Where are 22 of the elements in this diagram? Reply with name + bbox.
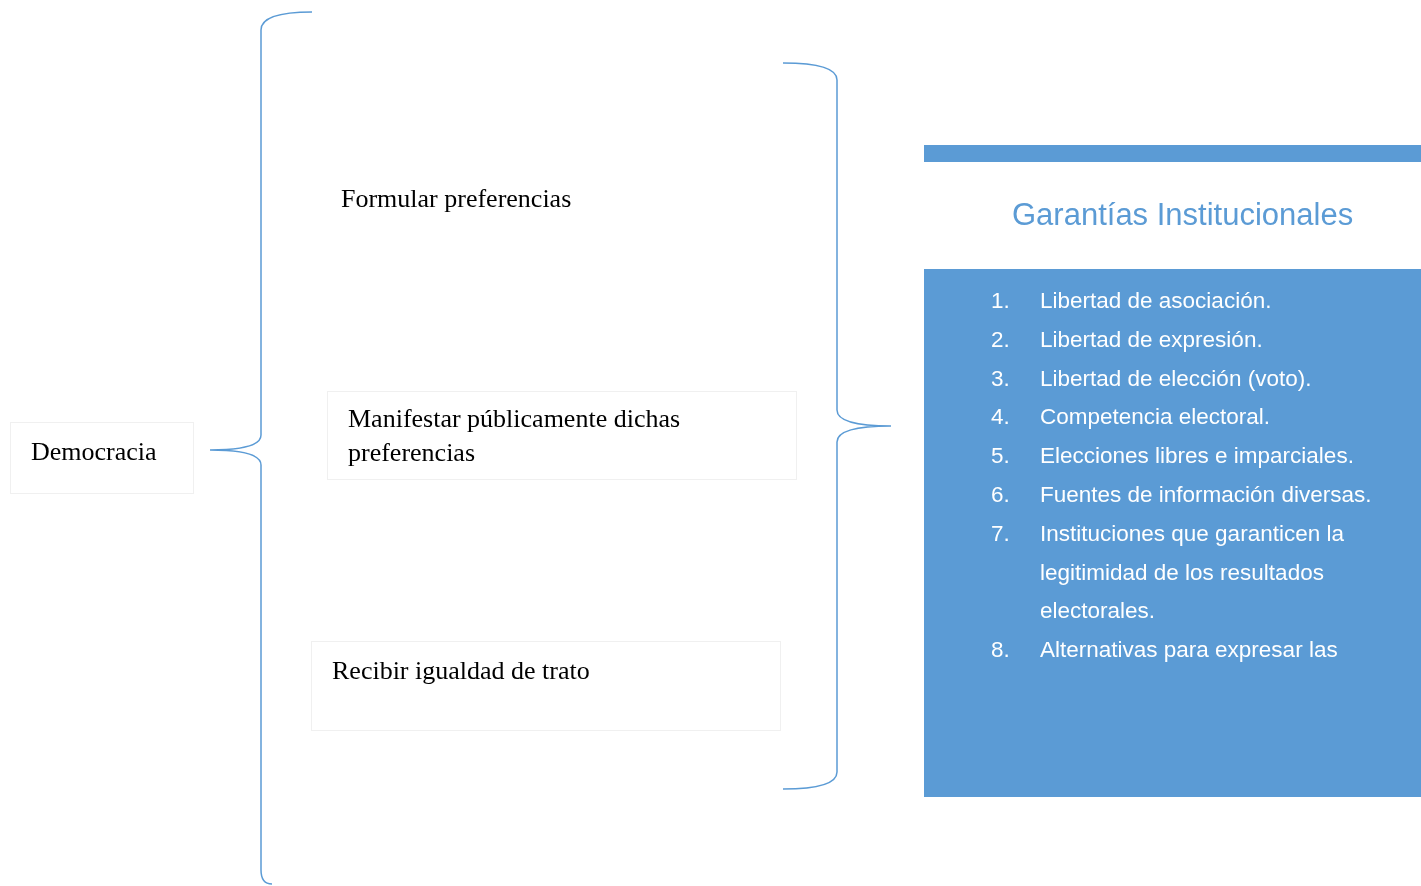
list-item: Elecciones libres e imparciales. <box>1040 442 1355 471</box>
list-item: Alternativas para expresar las <box>1040 636 1339 665</box>
box-text: Democracia <box>30 436 158 468</box>
list-number: 7. <box>991 519 1011 548</box>
box-text: Formular preferencias <box>340 183 573 215</box>
box-text: Recibir igualdad de trato <box>331 655 591 687</box>
box-text: Manifestar públicamente dichas preferencias <box>347 403 682 469</box>
list-item: Libertad de elección (voto). <box>1040 364 1313 393</box>
panel-title: Garantías Institucionales <box>1012 197 1354 233</box>
list-number: 6. <box>991 481 1011 509</box>
list-item: Competencia electoral. <box>1040 403 1272 432</box>
list-item: Instituciones que garanticen la legitimidad de los resultados electorales. <box>1040 519 1345 626</box>
list-item: Libertad de expresión. <box>1040 325 1264 354</box>
list-number: 3. <box>991 364 1011 393</box>
list-item: Libertad de asociación. <box>1040 287 1273 315</box>
guarantees-panel <box>924 145 1421 797</box>
list-number: 2. <box>991 325 1011 354</box>
list-item: Fuentes de información diversas. <box>1040 481 1373 509</box>
list-number: 8. <box>991 636 1011 665</box>
list-number: 5. <box>991 442 1011 471</box>
list-number: 1. <box>991 287 1011 315</box>
list-number: 4. <box>991 403 1011 432</box>
